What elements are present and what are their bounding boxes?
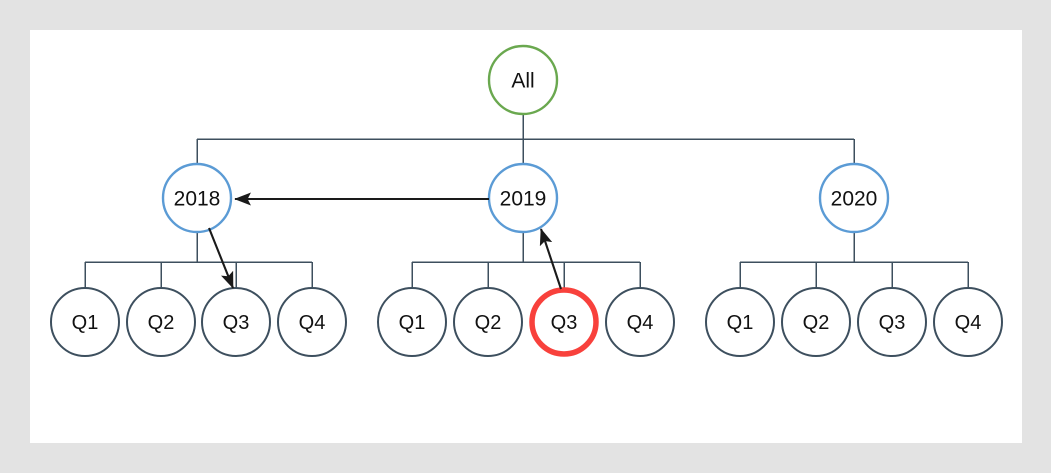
- node-quarter-q2020-2[interactable]: Q2: [781, 287, 851, 357]
- node-year-2019[interactable]: 2019: [487, 162, 559, 234]
- node-quarter-q2018-2[interactable]: Q2: [126, 287, 196, 357]
- node-quarter-q2020-2-circle[interactable]: [781, 287, 851, 357]
- arrows-layer: [208, 192, 562, 290]
- node-quarter-q2019-1-label: Q1: [399, 312, 426, 334]
- node-quarter-q2020-3[interactable]: Q3: [857, 287, 927, 357]
- node-year-2018-label: 2018: [174, 188, 221, 211]
- node-quarter-q2020-4-label: Q4: [955, 312, 982, 334]
- node-all-circle[interactable]: [487, 44, 559, 116]
- connectors-layer: [84, 114, 969, 288]
- node-year-2020-circle[interactable]: [818, 162, 890, 234]
- node-year-2020-label: 2020: [831, 188, 878, 211]
- node-year-2018-circle[interactable]: [161, 162, 233, 234]
- node-quarter-q2019-4-circle[interactable]: [605, 287, 675, 357]
- node-quarter-q2018-2-label: Q2: [148, 312, 175, 334]
- node-quarter-q2020-1[interactable]: Q1: [705, 287, 775, 357]
- node-quarter-q2018-2-circle[interactable]: [126, 287, 196, 357]
- node-quarter-q2018-1-circle[interactable]: [50, 287, 120, 357]
- node-quarter-q2020-4-circle[interactable]: [933, 287, 1003, 357]
- node-quarter-q2019-3-highlighted-circle[interactable]: [529, 287, 599, 357]
- node-quarter-q2020-3-label: Q3: [879, 312, 906, 334]
- node-quarter-q2018-3[interactable]: Q3: [201, 287, 271, 357]
- arrow-2018-to-q2018-3: [208, 227, 234, 289]
- node-quarter-q2018-1-label: Q1: [72, 312, 99, 334]
- node-all[interactable]: All: [487, 44, 559, 116]
- node-quarter-q2018-3-circle[interactable]: [201, 287, 271, 357]
- node-all-label: All: [511, 70, 534, 93]
- node-quarter-q2020-1-circle[interactable]: [705, 287, 775, 357]
- node-quarter-q2019-4-label: Q4: [627, 312, 654, 334]
- node-quarter-q2020-3-circle[interactable]: [857, 287, 927, 357]
- node-quarter-q2018-4-label: Q4: [299, 312, 326, 334]
- node-year-2018[interactable]: 2018: [161, 162, 233, 234]
- node-quarter-q2019-2[interactable]: Q2: [453, 287, 523, 357]
- node-quarter-q2018-3-label: Q3: [223, 312, 250, 334]
- arrow-q2019-3-to-2019: [539, 228, 562, 290]
- node-quarter-q2019-2-circle[interactable]: [453, 287, 523, 357]
- node-quarter-q2019-1[interactable]: Q1: [377, 287, 447, 357]
- node-year-2019-label: 2019: [500, 188, 547, 211]
- node-quarter-q2019-2-label: Q2: [475, 312, 502, 334]
- node-quarter-q2019-4[interactable]: Q4: [605, 287, 675, 357]
- node-quarter-q2020-2-label: Q2: [803, 312, 830, 334]
- node-quarter-q2020-4[interactable]: Q4: [933, 287, 1003, 357]
- node-quarter-q2020-1-label: Q1: [727, 312, 754, 334]
- node-quarter-q2019-3-highlighted-label: Q3: [551, 312, 578, 334]
- node-year-2020[interactable]: 2020: [818, 162, 890, 234]
- node-quarter-q2018-1[interactable]: Q1: [50, 287, 120, 357]
- node-quarter-q2018-4[interactable]: Q4: [277, 287, 347, 357]
- node-quarter-q2019-1-circle[interactable]: [377, 287, 447, 357]
- node-quarter-q2019-3-highlighted[interactable]: Q3: [529, 287, 599, 357]
- node-quarter-q2018-4-circle[interactable]: [277, 287, 347, 357]
